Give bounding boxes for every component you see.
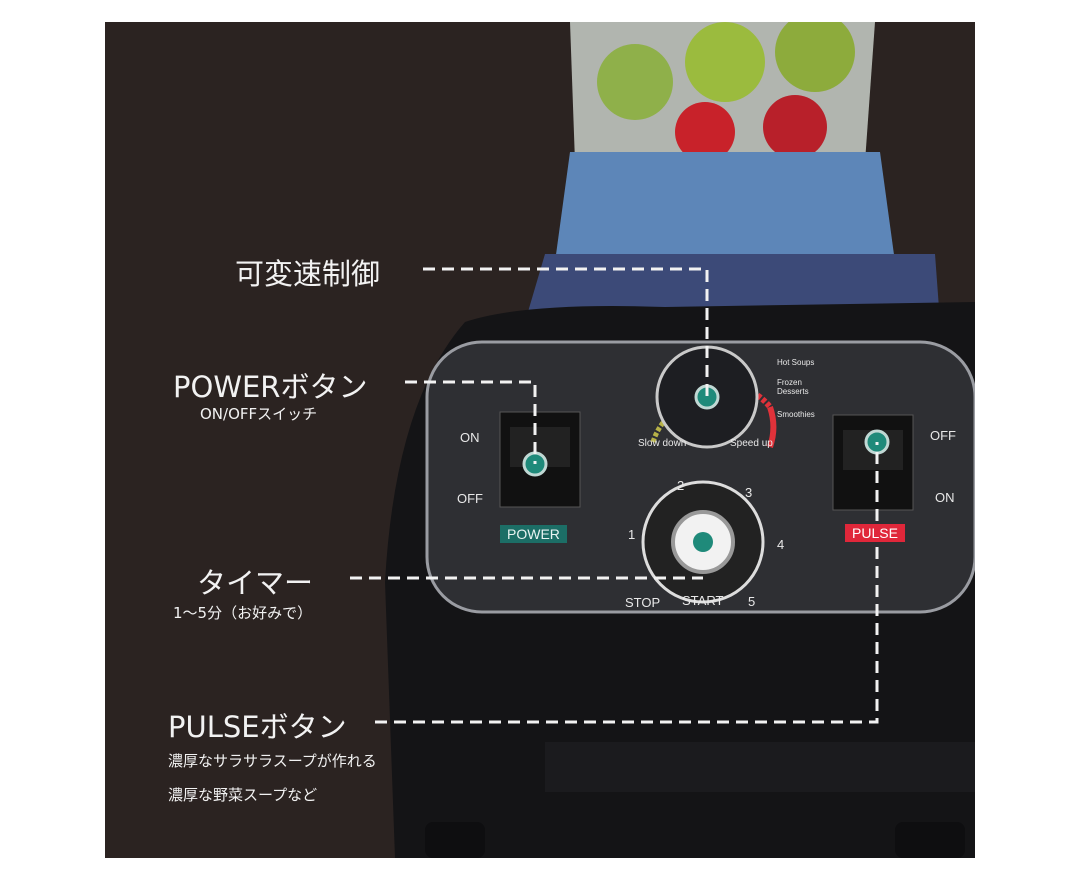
fruit	[685, 22, 765, 102]
timer-number-1: 1	[628, 527, 636, 542]
product-photo: Slow down Speed up Hot Soups Frozen Dess…	[105, 22, 975, 858]
blender-illustration	[350, 22, 975, 858]
slow-down-label: Slow down	[638, 438, 687, 449]
fruit	[775, 22, 855, 92]
timer-number-5: 5	[748, 594, 756, 609]
preset-smoothies: Smoothies	[777, 410, 815, 419]
timer-stop-label: STOP	[625, 595, 661, 610]
jar-base	[555, 152, 895, 262]
power-title: POWERボタン	[173, 370, 368, 404]
timer-title: タイマー	[197, 566, 314, 600]
variable-speed-title: 可変速制御	[235, 257, 381, 291]
power-off-label: OFF	[457, 491, 483, 506]
timer-subtitle: 1～5分（お好みで）	[173, 604, 313, 622]
pulse-on-label: ON	[935, 490, 955, 505]
pulse-tag: PULSE	[845, 524, 905, 542]
pulse-off-label: OFF	[930, 428, 956, 443]
pulse-title: PULSEボタン	[168, 710, 347, 744]
timer-start-label: START	[682, 593, 724, 608]
timer-number-4: 4	[777, 537, 785, 552]
speed-up-label: Speed up	[730, 438, 773, 449]
power-on-label: ON	[460, 430, 480, 445]
fruit	[597, 44, 673, 120]
pulse-line-2: 濃厚な野菜スープなど	[168, 786, 318, 804]
preset-hot-soups: Hot Soups	[777, 358, 815, 367]
timer-number-3: 3	[745, 485, 753, 500]
pulse-line-1: 濃厚なサラサラスープが作れる	[168, 752, 377, 770]
timer-number-2: 2	[677, 478, 685, 493]
fruit	[763, 95, 827, 159]
power-tag: POWER	[500, 525, 567, 543]
preset-frozen-desserts: Frozen Desserts	[777, 378, 809, 396]
power-subtitle: ON/OFFスイッチ	[200, 405, 318, 423]
fruit	[675, 102, 735, 162]
control-panel	[425, 340, 975, 614]
